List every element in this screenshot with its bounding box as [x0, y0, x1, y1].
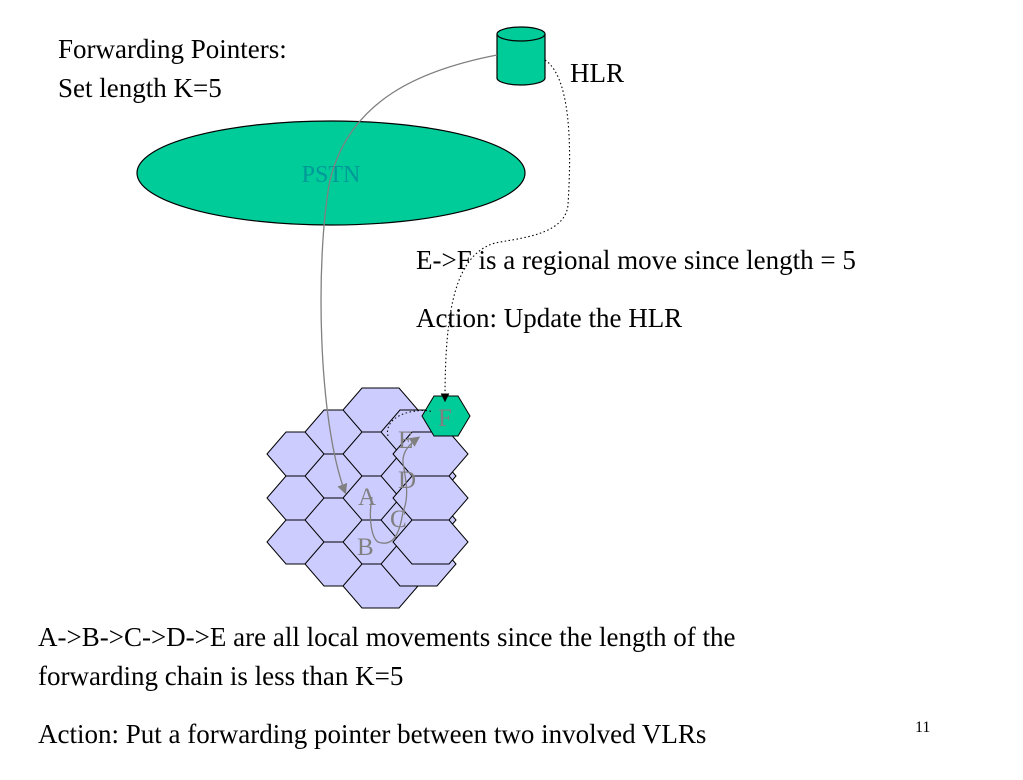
slide-title-line-2: Set length K=5 [58, 73, 222, 103]
cell-label-c: C [390, 506, 407, 533]
local-movement-note-line-1: A->B->C->D->E are all local movements si… [38, 622, 736, 652]
hlr-label: HLR [570, 58, 624, 88]
cell-labels: A B C D E F [357, 405, 452, 561]
hlr-update-pointer [440, 59, 571, 403]
page-number: 11 [915, 719, 931, 736]
cell-label-a: A [358, 484, 376, 511]
cell-label-b: B [357, 534, 374, 561]
update-hlr-action: Action: Update the HLR [416, 303, 683, 333]
hlr-database-icon [496, 26, 546, 86]
e-to-f-move [386, 410, 434, 437]
cell-f-hexagon [421, 395, 471, 437]
regional-move-note: E->F is a regional move since length = 5 [416, 245, 856, 275]
local-movement-note-line-2: forwarding chain is less than K=5 [38, 661, 404, 691]
pstn-ellipse [136, 120, 526, 226]
cell-grid [266, 387, 469, 609]
slide-title-line-1: Forwarding Pointers: [58, 34, 287, 64]
forwarding-pointer-action: Action: Put a forwarding pointer between… [38, 719, 707, 749]
cell-label-f: F [438, 405, 452, 432]
hlr-to-a-pointer [320, 54, 498, 495]
cell-label-e: E [398, 427, 413, 454]
forwarding-chain-arrow [369, 436, 421, 544]
cell-label-d: D [398, 467, 416, 494]
